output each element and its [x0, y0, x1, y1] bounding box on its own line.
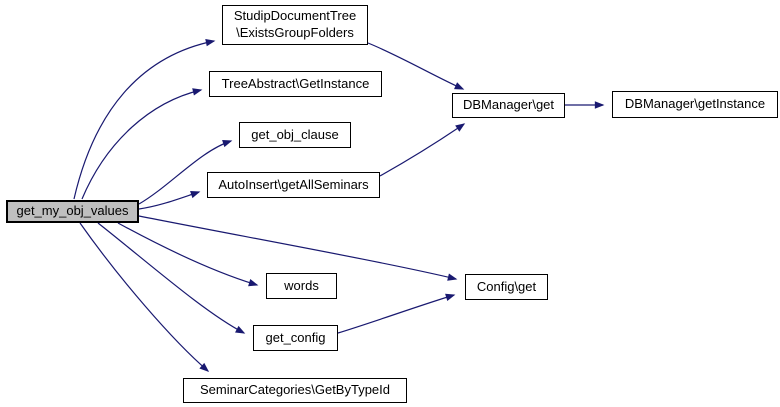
node-words[interactable]: words: [266, 273, 337, 299]
edge-auto-insert-get-all-seminars-to-db-manager-get: [379, 123, 466, 177]
node-label: DBManager\get: [462, 97, 555, 113]
node-get-obj-clause[interactable]: get_obj_clause: [239, 122, 351, 148]
node-db-manager-get-instance[interactable]: DBManager\getInstance: [612, 91, 778, 118]
edge-get-my-obj-values-to-config-get: [138, 215, 458, 281]
node-label: TreeAbstract\GetInstance: [221, 75, 370, 91]
node-label: words: [284, 277, 319, 293]
node-label: StudipDocumentTree \ExistsGroupFolders: [233, 8, 357, 40]
edge-get-my-obj-values-to-studip-exists-group-folders: [73, 38, 216, 200]
edge-get-my-obj-values-to-auto-insert-get-all-seminars: [138, 191, 201, 210]
node-config-get[interactable]: Config\get: [465, 274, 548, 300]
node-get-my-obj-values: get_my_obj_values: [6, 200, 139, 223]
node-tree-abstract-get-instance[interactable]: TreeAbstract\GetInstance: [209, 71, 382, 97]
node-label: get_config: [265, 329, 326, 345]
edge-get-my-obj-values-to-seminar-categories-get-by-type-id: [79, 222, 210, 372]
node-label: SeminarCategories\GetByTypeId: [199, 382, 391, 398]
node-seminar-categories-get-by-type-id[interactable]: SeminarCategories\GetByTypeId: [183, 378, 407, 403]
node-label: get_obj_clause: [251, 126, 339, 142]
edge-get-config-to-config-get: [337, 293, 456, 334]
node-label: Config\get: [476, 278, 537, 294]
edge-get-my-obj-values-to-get-config: [97, 222, 246, 334]
edge-studip-exists-group-folders-to-db-manager-get: [367, 42, 465, 90]
node-label: DBManager\getInstance: [624, 96, 766, 112]
node-label: get_my_obj_values: [16, 203, 129, 219]
node-studip-exists-group-folders[interactable]: StudipDocumentTree \ExistsGroupFolders: [222, 5, 368, 45]
edge-get-my-obj-values-to-words: [117, 222, 259, 287]
node-db-manager-get[interactable]: DBManager\get: [452, 93, 565, 118]
edge-get-my-obj-values-to-tree-abstract-get-instance: [81, 88, 203, 200]
node-get-config[interactable]: get_config: [253, 325, 338, 351]
node-label: AutoInsert\getAllSeminars: [218, 176, 369, 192]
node-auto-insert-get-all-seminars[interactable]: AutoInsert\getAllSeminars: [207, 172, 380, 198]
edge-get-my-obj-values-to-get-obj-clause: [138, 139, 233, 205]
